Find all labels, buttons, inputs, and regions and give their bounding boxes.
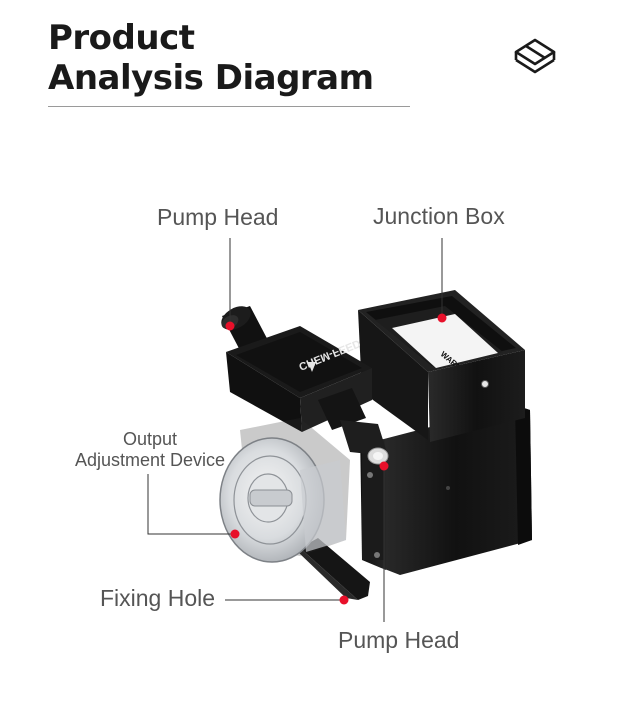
label-output-adjustment: Output Adjustment Device xyxy=(62,429,238,471)
title-underline xyxy=(48,106,410,107)
motor-body xyxy=(360,405,532,575)
leader-output-adjustment xyxy=(147,474,235,535)
callout-markers xyxy=(225,313,447,605)
label-pump-head-bottom: Pump Head xyxy=(338,627,460,653)
title-line-1: Product xyxy=(48,18,195,58)
flow-arrow-icon xyxy=(308,362,316,372)
marker-output-adjustment xyxy=(230,529,240,539)
pump-head-cap: CHEM-FEED xyxy=(226,326,372,432)
label-pump-head-top: Pump Head xyxy=(157,204,279,230)
marker-fixing-hole xyxy=(339,595,349,605)
clear-chamber xyxy=(219,418,350,563)
junction-box: WARNING xyxy=(358,290,525,442)
marker-pump-head-top xyxy=(225,321,235,331)
base-plate xyxy=(298,538,370,600)
leader-lines xyxy=(147,238,443,622)
label-output-line1: Output xyxy=(122,429,178,449)
marker-pump-head-bottom xyxy=(379,461,389,471)
layers-cube-icon xyxy=(514,38,556,74)
side-inlet-fitting xyxy=(318,388,389,465)
label-junction-box: Junction Box xyxy=(373,203,505,229)
label-fixing-hole: Fixing Hole xyxy=(100,585,216,611)
title-line-2: Analysis Diagram xyxy=(48,58,374,98)
page-title: Product Analysis Diagram xyxy=(48,18,374,98)
warning-label xyxy=(392,314,498,368)
marker-junction-box xyxy=(437,313,447,323)
label-output-line2: Adjustment Device xyxy=(74,450,226,470)
